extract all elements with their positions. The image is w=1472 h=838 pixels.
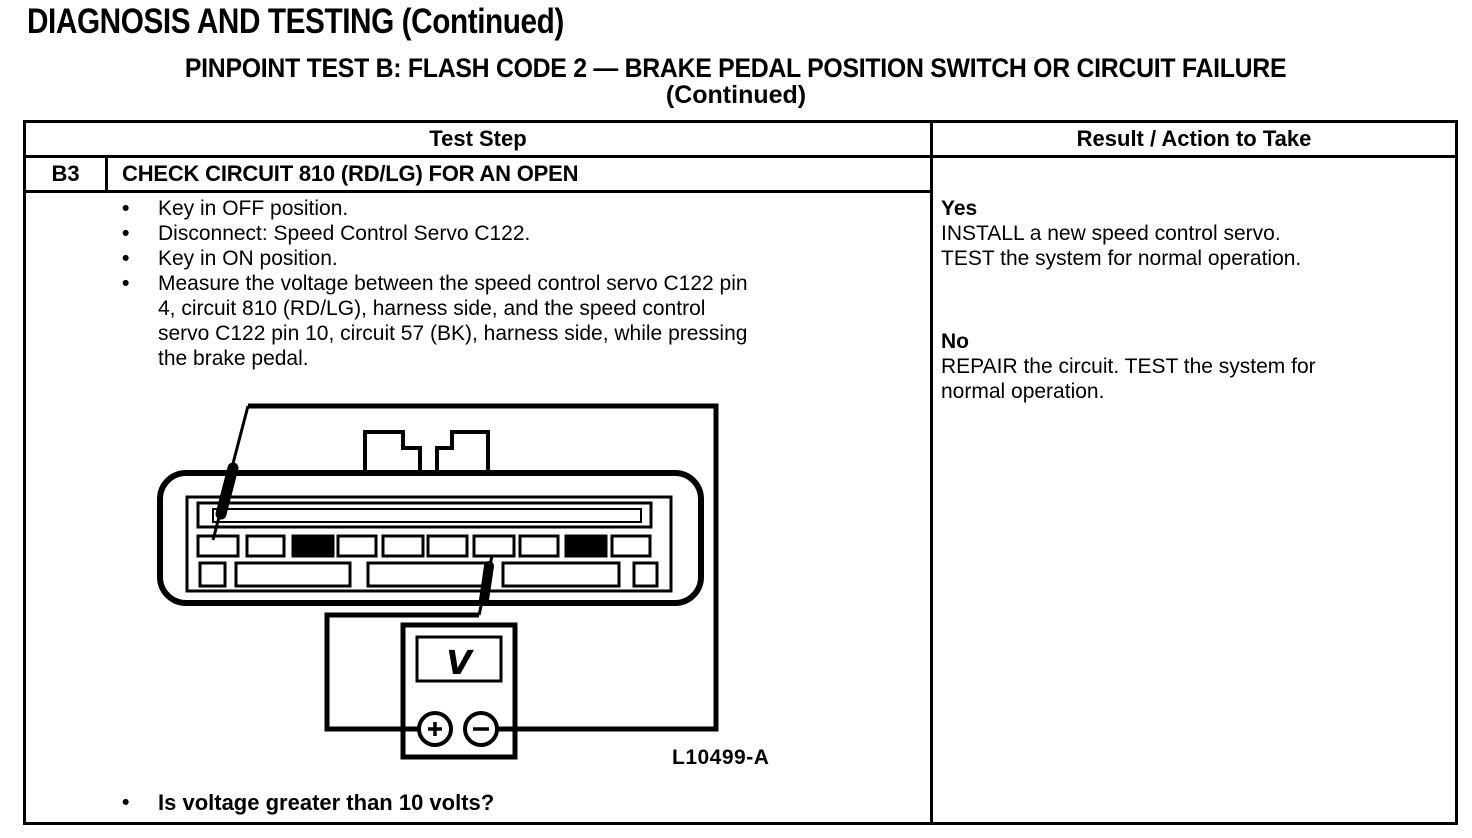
pinpoint-test-continued: (Continued) xyxy=(0,81,1472,110)
header-underline xyxy=(26,155,1455,158)
result-no-block: No REPAIR the circuit. TEST the system f… xyxy=(941,329,1445,404)
test-instruction: Disconnect: Speed Control Servo C122. xyxy=(26,221,906,246)
pinpoint-test-title: PINPOINT TEST B: FLASH CODE 2 — BRAKE PE… xyxy=(185,53,1287,83)
result-action-cell: Yes INSTALL a new speed control servo. T… xyxy=(933,193,1455,404)
test-step-column-header: Test Step xyxy=(429,126,527,151)
result-yes-verdict: Yes xyxy=(941,197,978,220)
column-divider xyxy=(930,123,933,822)
test-instruction: Key in ON position. xyxy=(26,246,906,271)
result-yes-block: Yes INSTALL a new speed control servo. T… xyxy=(941,196,1445,271)
pinpoint-test-table: Test Step Result / Action to Take B3 CHE… xyxy=(23,120,1458,825)
test-instruction: Key in OFF position. xyxy=(26,196,906,221)
result-column-header: Result / Action to Take xyxy=(1076,126,1312,151)
continued-label: (Continued) xyxy=(665,81,807,109)
result-no-verdict: No xyxy=(941,330,969,353)
result-no-action: REPAIR the circuit. TEST the system for … xyxy=(941,355,1316,403)
test-instruction: Measure the voltage between the speed co… xyxy=(26,271,906,371)
page-title: DIAGNOSIS AND TESTING (Continued) xyxy=(27,2,564,41)
result-yes-action: INSTALL a new speed control servo. TEST … xyxy=(941,222,1302,270)
pinpoint-test-heading: PINPOINT TEST B: FLASH CODE 2 — BRAKE PE… xyxy=(0,53,1472,84)
step-id: B3 xyxy=(26,158,108,190)
test-question: Is voltage greater than 10 volts? xyxy=(26,790,494,815)
test-step-cell: Key in OFF position. Disconnect: Speed C… xyxy=(26,196,930,371)
step-title-row: B3 CHECK CIRCUIT 810 (RD/LG) FOR AN OPEN xyxy=(26,158,930,193)
step-title: CHECK CIRCUIT 810 (RD/LG) FOR AN OPEN xyxy=(122,161,579,186)
